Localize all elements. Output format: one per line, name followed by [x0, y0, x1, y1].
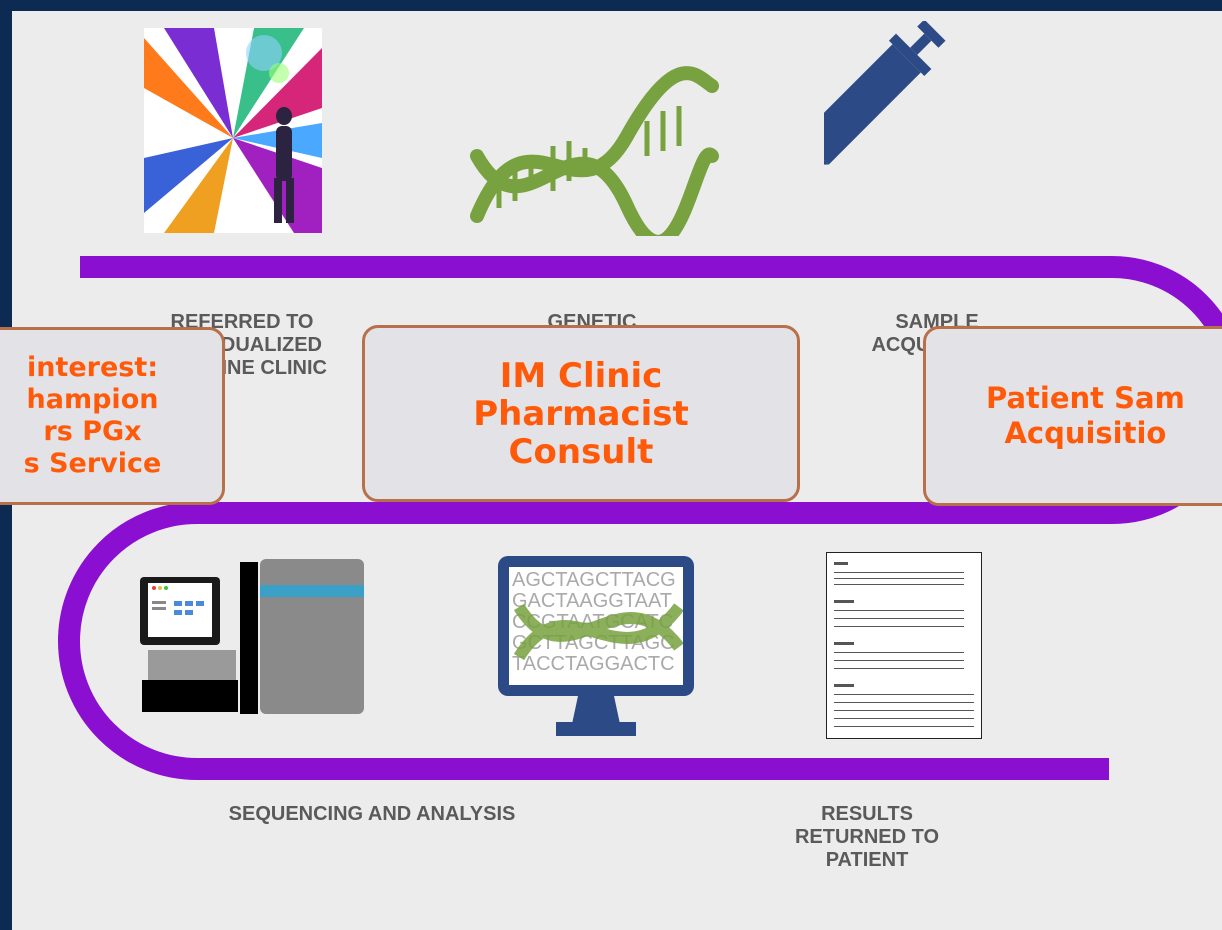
callout-referral-interest: interest: hampion rs PGx s Service — [0, 327, 225, 505]
sequence-line: AGCTAGCTTACG — [512, 569, 676, 591]
callout-pharmacist-consult: IM Clinic Pharmacist Consult — [362, 325, 800, 502]
timeline-track — [58, 256, 1222, 780]
sequence-monitor-icon: AGCTAGCTTACG GACTAAGGTAAT CCGTAATGCATC G… — [498, 556, 694, 738]
callout-sample-acquisition: Patient Sam Acquisitio — [923, 326, 1222, 506]
sequencer-icon — [140, 559, 364, 714]
step-label-sequencing: SEQUENCING AND ANALYSIS — [228, 803, 516, 825]
timeline-path — [58, 256, 1222, 780]
sequence-line: TACCTAGGACTC — [512, 653, 675, 675]
syringe-icon — [824, 21, 946, 166]
sequence-line: GACTAAGGTAAT — [512, 590, 673, 612]
step-label-results: RESULTS RETURNED TO PATIENT — [794, 803, 940, 871]
report-document-icon — [826, 552, 982, 739]
dna-icon — [470, 66, 719, 236]
dna-overlay-icon — [513, 603, 683, 661]
personalized-medicine-image — [144, 28, 322, 233]
